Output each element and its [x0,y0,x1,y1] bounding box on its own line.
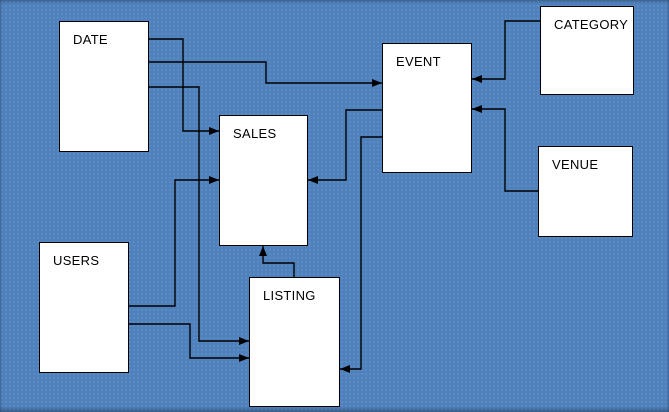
table-node-label-date: DATE [73,32,108,47]
table-node-sales[interactable]: SALES [219,115,308,246]
table-node-label-category: CATEGORY [554,17,629,32]
edge-category-to-event [472,20,540,83]
table-node-date[interactable]: DATE [59,21,149,152]
edge-users-to-listing [129,323,249,362]
table-node-category[interactable]: CATEGORY [540,6,634,95]
table-node-venue[interactable]: VENUE [538,146,633,237]
edge-event-to-sales [308,109,382,184]
table-node-listing[interactable]: LISTING [249,277,340,407]
table-node-label-sales: SALES [233,126,277,141]
table-node-label-venue: VENUE [552,157,599,172]
table-node-label-users: USERS [53,253,100,268]
table-node-label-listing: LISTING [263,288,316,303]
edge-listing-to-sales [259,246,295,277]
table-node-label-event: EVENT [396,54,441,69]
edge-event-to-listing [340,136,382,373]
edge-date-to-listing [149,86,249,345]
table-node-users[interactable]: USERS [39,242,129,373]
table-node-event[interactable]: EVENT [382,43,472,173]
edge-venue-to-event [472,105,538,192]
edge-users-to-sales [129,176,219,307]
edge-date-to-event [149,61,382,87]
edge-date-to-sales [149,38,219,135]
